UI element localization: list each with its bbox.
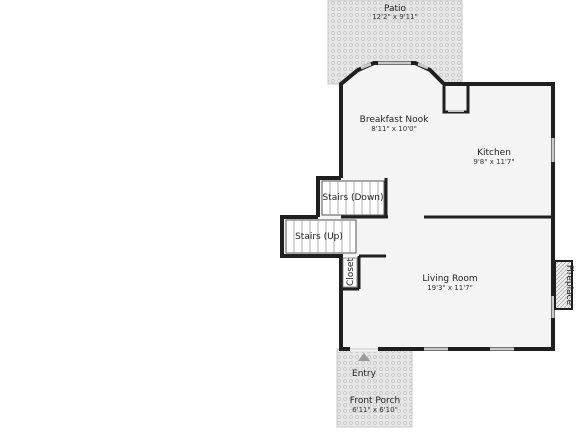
entry-arrow-icon: [358, 353, 370, 361]
living-room-dims: 19'3" x 11'7": [427, 284, 473, 292]
stairs-up-label: Stairs (Up): [295, 232, 343, 242]
entry-label: Entry: [352, 369, 377, 379]
breakfast-nook-dims: 8'11" x 10'0": [371, 125, 417, 133]
front-porch-area: [336, 348, 413, 428]
closet-label: Closet: [346, 258, 356, 287]
fireplace-box: [554, 260, 573, 310]
kitchen-label: Kitchen: [477, 148, 511, 158]
windows: [360, 61, 555, 351]
patio-label: Patio: [384, 4, 407, 14]
stairs-up: [285, 219, 357, 254]
interior-walls: [341, 178, 553, 291]
stairs-down-label: Stairs (Down): [322, 193, 383, 203]
breakfast-nook-label: Breakfast Nook: [360, 115, 429, 125]
front-porch-label: Front Porch: [350, 396, 400, 406]
kitchen-dims: 9'8" x 11'7": [473, 158, 514, 166]
exterior-walls: [280, 61, 555, 351]
living-room-label: Living Room: [422, 274, 477, 284]
closet-box: [342, 257, 358, 288]
kitchen-alcove: [442, 86, 470, 114]
patio-dims: 12'2" x 9'11": [372, 13, 418, 21]
interior-floor: [282, 63, 553, 349]
fireplace-label: Fireplace: [564, 265, 574, 306]
stairs-down: [321, 180, 385, 216]
front-porch-dims: 6'11" x 6'10": [352, 406, 398, 414]
